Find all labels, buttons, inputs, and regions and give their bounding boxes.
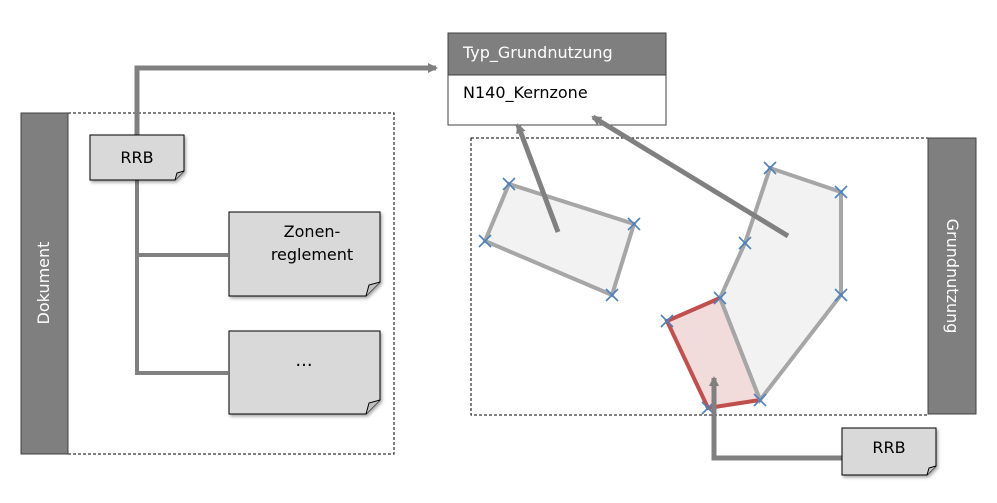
vertex-markers: [478, 161, 848, 415]
grundnutzung-bar-label: Grundnutzung: [943, 219, 962, 334]
polygon-shared-edge: [718, 297, 762, 401]
vertex-marker: [753, 393, 767, 407]
rrb-note-right: [841, 427, 937, 476]
polygon2-to-class-arrow: [591, 114, 790, 239]
vertex-marker: [660, 314, 674, 328]
grundnutzung-group: Grundnutzung: [470, 114, 977, 476]
vertex-marker: [738, 236, 752, 250]
vertex-marker: [834, 288, 848, 302]
vertex-marker: [834, 185, 848, 199]
zonenreglement-label-line2: reglement: [271, 245, 353, 264]
rrb-right-to-polygon-arrow: [709, 376, 842, 461]
rrb-tree-connector: [135, 180, 228, 375]
vertex-marker: [627, 217, 641, 231]
vertex-marker: [713, 291, 727, 305]
class-box-body: [447, 74, 667, 126]
vertex-marker: [502, 177, 516, 191]
class-box: Typ_Grundnutzung N140_Kernzone: [447, 32, 667, 126]
class-box-value-label: N140_Kernzone: [463, 83, 588, 103]
dokument-bar-label: Dokument: [34, 242, 53, 325]
polygon-highlighted: [667, 298, 760, 408]
vertex-marker: [763, 161, 777, 175]
vertex-marker: [605, 288, 619, 302]
dokument-bar: [20, 112, 69, 455]
polygon-highlighted-border: [664, 296, 761, 411]
rrb-note-left: [89, 134, 185, 181]
rrb-to-class-connector: [134, 63, 438, 135]
class-box-header-label: Typ_Grundnutzung: [462, 43, 613, 63]
ellipsis-note-label: ...: [295, 350, 312, 371]
ellipsis-note: [228, 330, 381, 415]
rrb-note-right-label: RRB: [872, 438, 905, 457]
zonenreglement-note: [228, 211, 381, 297]
polygon1-to-class-arrow: [515, 123, 561, 233]
grundnutzung-bar: [927, 137, 977, 415]
dokument-group: Dokument RRB Zonen- reglement ...: [20, 63, 438, 455]
dokument-dashed-frame: [67, 112, 395, 455]
vertex-marker: [478, 234, 492, 248]
polygon-kernzone-1: [482, 181, 637, 298]
class-box-header: [447, 32, 667, 76]
rrb-note-left-label: RRB: [120, 148, 153, 167]
zonenreglement-label-line1: Zonen-: [284, 222, 341, 241]
